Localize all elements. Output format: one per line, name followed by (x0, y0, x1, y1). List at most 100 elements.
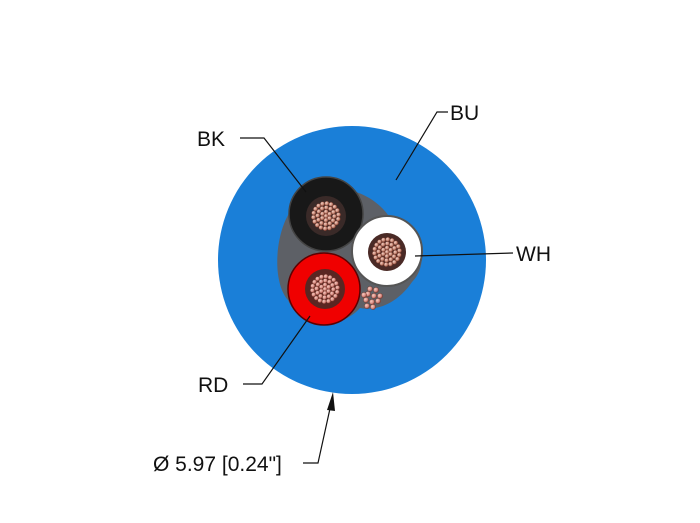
copper-strand (314, 222, 320, 228)
copper-strand (323, 274, 329, 279)
copper-strand (323, 221, 329, 227)
copper-strand (334, 289, 340, 295)
copper-strand (391, 254, 397, 259)
filler-strand-cluster (361, 286, 383, 310)
copper-strand (335, 285, 340, 291)
copper-strand (331, 223, 336, 229)
copper-strand (322, 226, 328, 231)
copper-strand (333, 281, 339, 286)
copper-strand (330, 286, 336, 292)
copper-strand (327, 225, 332, 231)
filler-strand (375, 298, 381, 304)
copper-strand (324, 201, 330, 206)
copper-strand (336, 212, 341, 218)
copper-strand (372, 250, 377, 256)
diameter-leader-line (303, 403, 332, 464)
label-diameter: Ø 5.97 [0.24"] (153, 453, 282, 476)
black-wire (288, 176, 364, 252)
copper-strand (321, 299, 327, 304)
red-wire (287, 252, 361, 326)
copper-strand (381, 247, 386, 253)
copper-strand (315, 213, 321, 219)
copper-strand (331, 277, 337, 283)
copper-strand (314, 286, 320, 292)
copper-strand (381, 237, 386, 243)
filler-strand (373, 287, 379, 293)
copper-strand (393, 240, 399, 246)
copper-strand (392, 259, 397, 265)
filler-strand (377, 293, 383, 299)
copper-strand (326, 298, 331, 304)
white-wire-conductor (372, 237, 402, 267)
copper-strand (395, 244, 401, 249)
copper-strand (310, 283, 316, 289)
copper-strand (311, 292, 317, 297)
copper-strand (396, 252, 402, 258)
copper-strand (376, 249, 382, 255)
copper-strand (334, 220, 339, 226)
copper-strand (312, 219, 318, 224)
bk-leader-line (240, 137, 307, 193)
copper-strand (322, 278, 328, 284)
wh-leader-line (414, 252, 514, 257)
filler-strand (361, 292, 367, 298)
copper-strand (319, 284, 324, 290)
copper-strand (327, 211, 333, 217)
filler-strand (364, 303, 370, 309)
filler-strand (371, 293, 377, 299)
copper-strand (332, 204, 338, 210)
copper-strand (377, 245, 383, 250)
label-bu: BU (450, 102, 479, 125)
copper-strand (328, 202, 334, 207)
filler-strand (363, 297, 369, 303)
copper-strand (392, 249, 398, 255)
copper-strand (313, 206, 318, 212)
copper-strand (377, 239, 382, 245)
copper-strand (329, 291, 335, 296)
copper-strand (372, 246, 378, 252)
diameter-arrowhead (327, 392, 335, 411)
copper-strand (322, 294, 328, 300)
copper-strand (389, 238, 395, 243)
copper-strand (334, 208, 340, 213)
copper-strand (397, 248, 402, 254)
copper-strand (313, 295, 319, 301)
copper-strand (388, 261, 393, 267)
label-wh: WH (516, 243, 551, 266)
copper-strand (311, 214, 316, 220)
white-wire (351, 215, 423, 287)
filler-strand (367, 286, 373, 292)
copper-strand (388, 247, 394, 253)
copper-strand (374, 242, 379, 248)
copper-strand (320, 201, 325, 207)
copper-strand (327, 275, 333, 280)
copper-strand (383, 262, 389, 267)
copper-strand (395, 256, 400, 262)
copper-strand (330, 296, 335, 302)
copper-strand (384, 241, 390, 247)
copper-strand (375, 258, 381, 264)
copper-strand (320, 211, 325, 217)
filler-strand (369, 299, 375, 305)
copper-strand (312, 279, 317, 285)
copper-strand (319, 274, 324, 280)
copper-strand (385, 237, 391, 242)
bu-leader-line (395, 111, 448, 181)
black-wire-conductor (311, 201, 341, 231)
copper-strand (315, 276, 320, 282)
copper-strand (323, 205, 329, 211)
copper-strand (331, 213, 337, 219)
label-rd: RD (198, 374, 228, 397)
copper-strand (330, 218, 336, 223)
copper-strand (335, 216, 341, 222)
copper-strand (311, 210, 317, 216)
copper-strand (315, 282, 321, 287)
rd-leader-line (243, 315, 311, 385)
copper-strand (317, 298, 323, 303)
red-wire-conductor (310, 274, 340, 304)
copper-strand (316, 209, 322, 214)
copper-strand (316, 203, 321, 209)
copper-strand (310, 287, 315, 293)
filler-strand (370, 304, 376, 310)
